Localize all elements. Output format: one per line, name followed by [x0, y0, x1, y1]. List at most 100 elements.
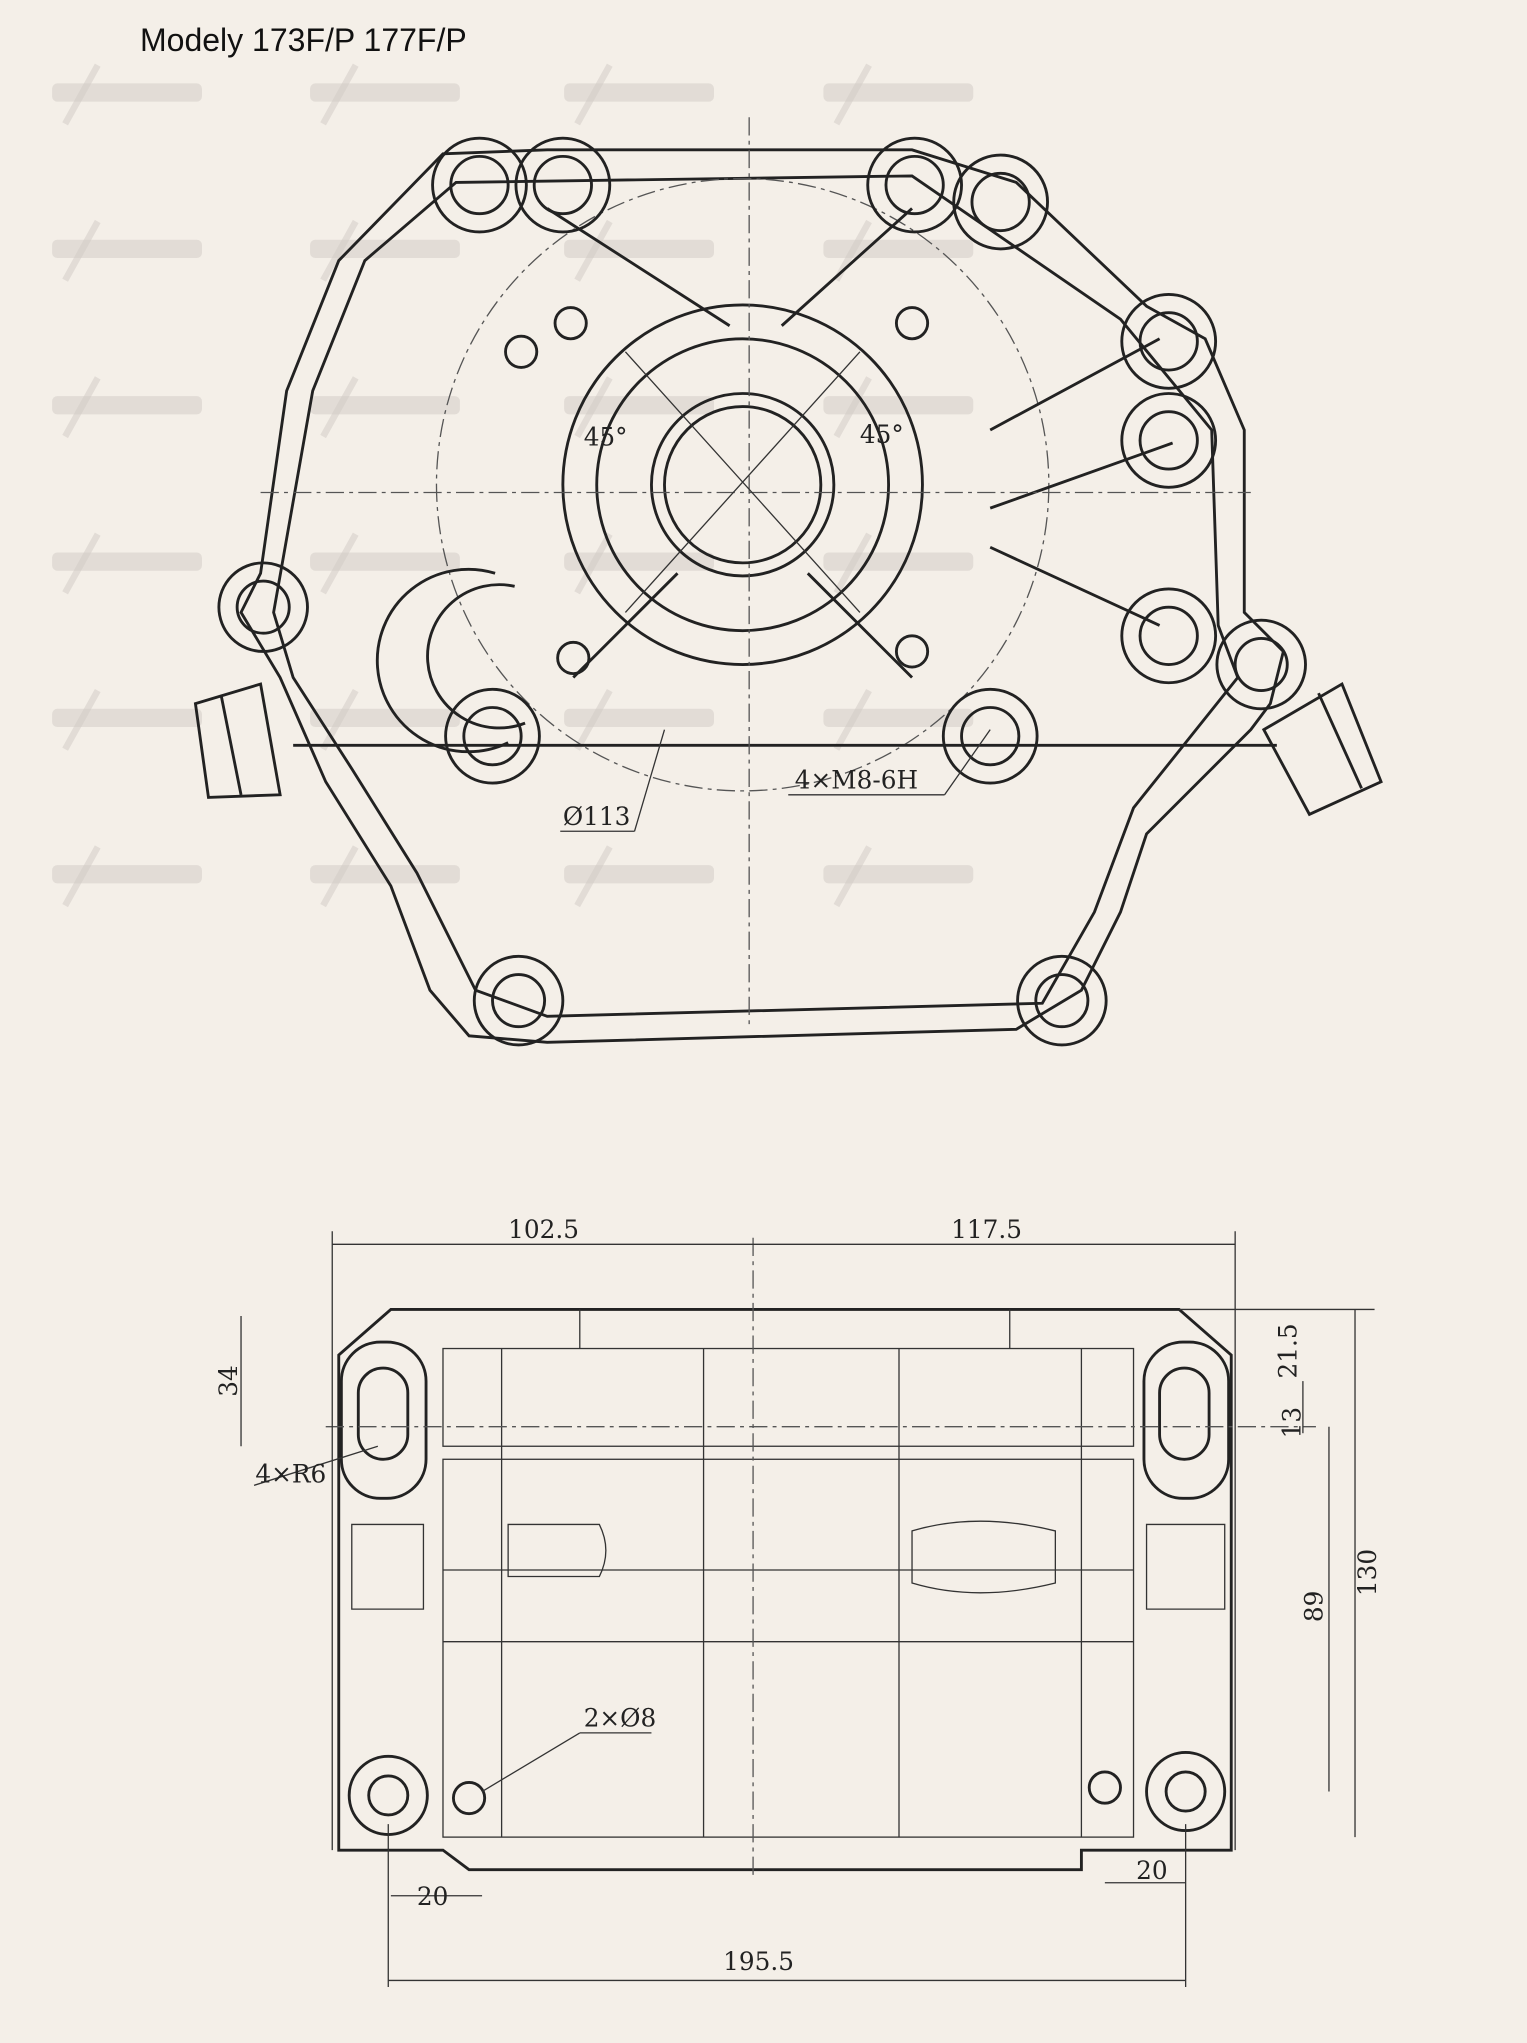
dim-slot-height: 34 — [214, 1365, 243, 1396]
watermark-mark — [833, 532, 872, 595]
right-boss — [1261, 681, 1383, 817]
hole-boss — [1120, 587, 1218, 685]
right-slot — [1158, 1366, 1211, 1461]
mounting-hole — [960, 706, 1021, 767]
mounting-hole — [1138, 410, 1199, 471]
dimension-lines — [240, 1231, 1375, 1987]
watermark-mark — [320, 219, 359, 282]
hole-boss — [431, 136, 528, 234]
mounting-hole — [235, 579, 291, 635]
thread-spec-label: 4×M8-6H — [795, 765, 918, 794]
watermark-mark — [823, 552, 974, 571]
dim-top-offset: 21.5 — [1273, 1323, 1302, 1378]
hole-boss — [1120, 293, 1218, 390]
left-slot-boss — [339, 1340, 428, 1500]
mounting-holes — [217, 136, 1307, 1047]
watermark-mark — [564, 239, 714, 258]
watermark-mark — [564, 552, 714, 571]
mounting-hole — [532, 154, 593, 216]
dowel-hole-left — [451, 1780, 487, 1816]
dim-left-width: 102.5 — [508, 1215, 579, 1244]
hole-boss — [1215, 618, 1307, 711]
right-mount-boss — [1145, 1750, 1227, 1833]
dim-hole-span: 89 — [1299, 1591, 1328, 1622]
hole-boss — [866, 136, 963, 234]
dim-hole-spacing: 195.5 — [723, 1947, 794, 1976]
bolt-circle — [435, 177, 1050, 792]
bottom-view-crankcase: 102.5 117.5 34 4×R6 21.5 13 89 130 2×Ø8 … — [214, 1215, 1382, 1987]
mounting-hole — [556, 640, 591, 676]
watermark-mark — [574, 219, 613, 282]
mounting-hole — [1138, 311, 1199, 372]
watermark-mark — [574, 532, 613, 595]
watermark-mark — [52, 396, 202, 415]
bearing-boss-outer — [561, 303, 924, 666]
housing-inner-outline — [272, 174, 1240, 1018]
mounting-hole — [970, 171, 1031, 233]
oil-passage — [375, 567, 509, 754]
watermark-mark — [52, 83, 202, 102]
ribs — [546, 207, 1174, 679]
dim-slot-offset: 13 — [1277, 1407, 1306, 1439]
watermark-mark — [574, 845, 613, 908]
hole-boss — [472, 954, 565, 1047]
watermark-mark — [320, 688, 359, 751]
watermark-mark — [564, 83, 714, 102]
mounting-hole — [894, 306, 930, 341]
mounting-hole — [462, 706, 523, 767]
mounting-hole — [1138, 605, 1199, 666]
angle-label-right: 45° — [860, 420, 904, 449]
watermark-mark — [574, 688, 613, 751]
watermark-mark — [310, 396, 460, 415]
watermark-mark — [320, 63, 359, 126]
drawing-title: Modely 173F/P 177F/P — [140, 22, 467, 58]
watermark-mark — [62, 63, 101, 126]
watermark-mark — [52, 865, 202, 884]
watermark-mark — [62, 376, 101, 439]
hole-boss — [514, 136, 612, 234]
watermark-mark — [833, 63, 872, 126]
hole-boss — [952, 153, 1049, 251]
watermark-mark — [310, 83, 460, 102]
hole-boss — [1016, 954, 1108, 1047]
base-outline — [337, 1308, 1233, 1872]
mounting-hole — [491, 973, 547, 1029]
watermark-mark — [62, 688, 101, 751]
watermark-mark — [320, 845, 359, 908]
slot-radius-label: 4×R6 — [255, 1460, 326, 1489]
watermark-mark — [823, 865, 974, 884]
mounting-hole — [449, 154, 510, 216]
left-mount-boss — [347, 1754, 429, 1836]
watermark-mark — [833, 376, 872, 439]
watermark-mark — [823, 396, 974, 415]
bore-diameter-label: Ø113 — [563, 802, 631, 831]
front-view-crankcase: 45° 45° Ø113 4×M8-6H — [193, 117, 1383, 1047]
watermark-mark — [833, 688, 872, 751]
watermark-mark — [52, 708, 202, 728]
housing-outline — [239, 148, 1285, 1044]
mounting-hole — [884, 154, 945, 216]
hole-diameter-label: 2×Ø8 — [584, 1703, 657, 1732]
watermark-mark — [823, 239, 974, 258]
dim-right-width: 117.5 — [951, 1215, 1022, 1244]
watermark-mark — [823, 83, 974, 102]
bearing-boss-ring — [595, 337, 891, 633]
mounting-hole — [1233, 637, 1289, 692]
watermark-mark — [564, 865, 714, 884]
mounting-hole — [894, 634, 930, 669]
watermark-mark — [62, 532, 101, 595]
dim-right-hole: 20 — [1136, 1856, 1168, 1885]
right-slot-boss — [1142, 1340, 1231, 1500]
angle-line — [624, 351, 861, 613]
watermark-mark — [52, 239, 202, 258]
dim-total-height: 130 — [1353, 1549, 1382, 1596]
watermark-mark — [62, 845, 101, 908]
hole-boss — [444, 687, 541, 785]
left-slot — [356, 1366, 410, 1461]
hole-boss — [1120, 392, 1218, 489]
angle-label-left: 45° — [584, 423, 628, 452]
watermark-mark — [52, 552, 202, 571]
right-mount-hole — [1164, 1770, 1207, 1813]
base-ribs — [351, 1309, 1226, 1838]
